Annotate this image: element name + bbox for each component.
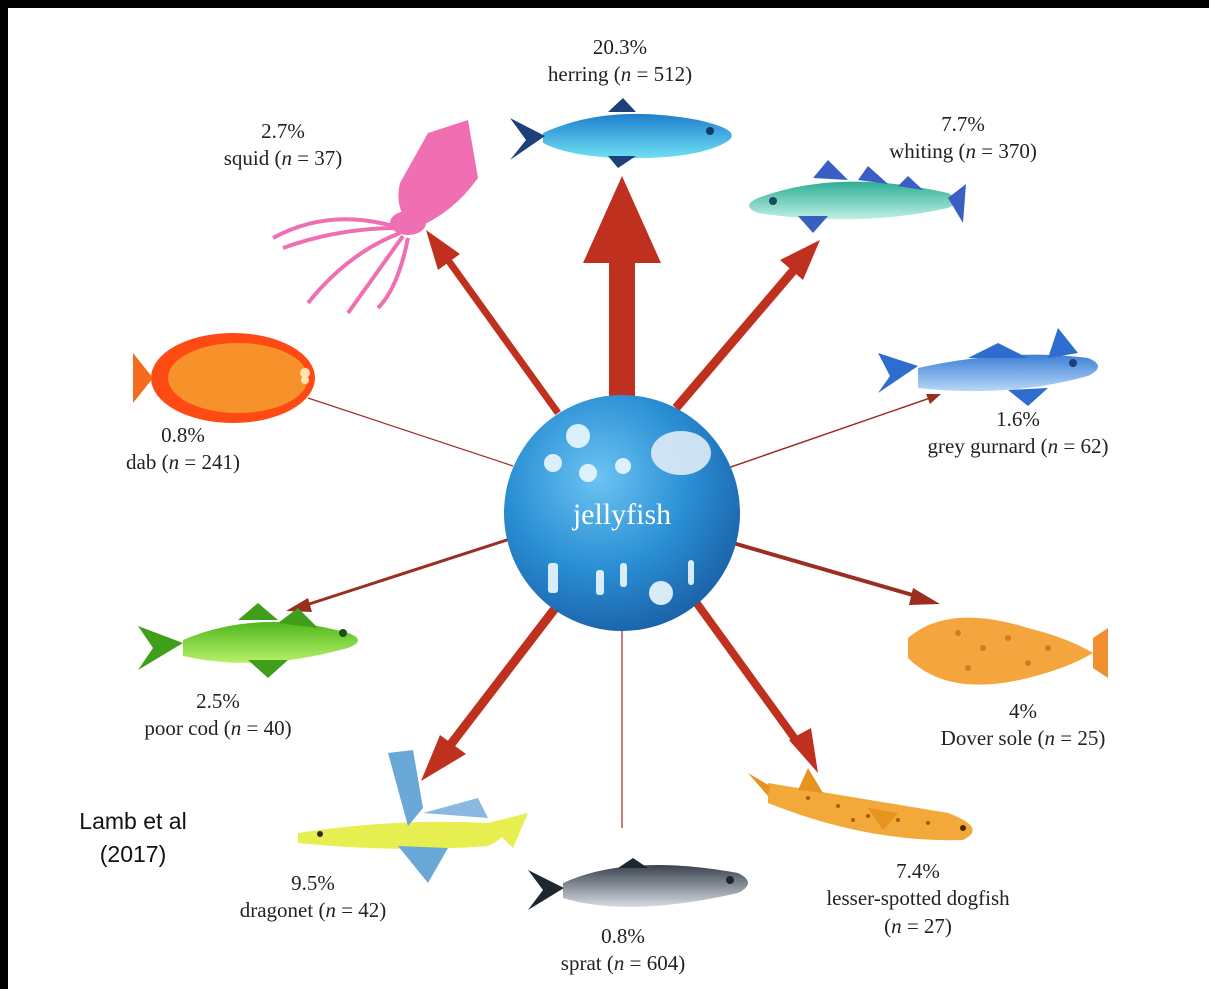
label-herring: 20.3% herring (n = 512) [547, 35, 693, 87]
arrow-to-dogfish [689, 595, 818, 773]
dragonet-fish-icon [298, 750, 528, 883]
label-grey-gurnard: 1.6% grey gurnard (n = 62) [927, 407, 1109, 459]
squid-icon [272, 120, 478, 315]
label-squid: 2.7% squid (n = 37) [223, 119, 343, 171]
label-dover-sole: 4% Dover sole (n = 25) [940, 699, 1106, 751]
sprat-fish-icon [528, 858, 748, 910]
citation: Lamb et al (2017) [79, 808, 187, 868]
jellyfish-sphere: jellyfish [504, 395, 740, 631]
arrow-to-squid [426, 230, 561, 416]
arrow-to-whiting [672, 240, 820, 411]
diagram-canvas: jellyfish [8, 8, 1209, 989]
diagram-svg: jellyfish [133, 98, 1108, 910]
center-label: jellyfish [572, 498, 671, 531]
label-dab: 0.8% dab (n = 241) [126, 423, 240, 475]
whiting-fish-icon [749, 160, 966, 233]
arrow-to-poor-cod [286, 536, 514, 612]
label-dragonet: 9.5% dragonet (n = 42) [239, 871, 387, 923]
dab-flatfish-icon [133, 333, 315, 423]
label-whiting: 7.7% whiting (n = 370) [889, 112, 1037, 164]
herring-fish-icon [510, 98, 732, 168]
dogfish-icon [748, 768, 973, 841]
label-sprat: 0.8% sprat (n = 604) [560, 924, 686, 976]
arrow-to-herring [583, 176, 661, 403]
jellyfish-icon [544, 424, 711, 605]
arrow-to-dover-sole [732, 541, 940, 605]
label-lesser-spotted-dogfish: 7.4% lesser-spotted dogfish (n = 27) [826, 859, 1010, 938]
grey-gurnard-fish-icon [878, 328, 1098, 406]
arrows [286, 176, 941, 828]
poor-cod-fish-icon [138, 603, 358, 678]
arrow-to-dab [307, 397, 514, 467]
dover-sole-flatfish-icon [908, 617, 1108, 685]
label-poor-cod: 2.5% poor cod (n = 40) [144, 689, 292, 741]
arrow-to-dragonet [421, 595, 567, 781]
arrow-to-grey-gurnard [727, 394, 941, 469]
